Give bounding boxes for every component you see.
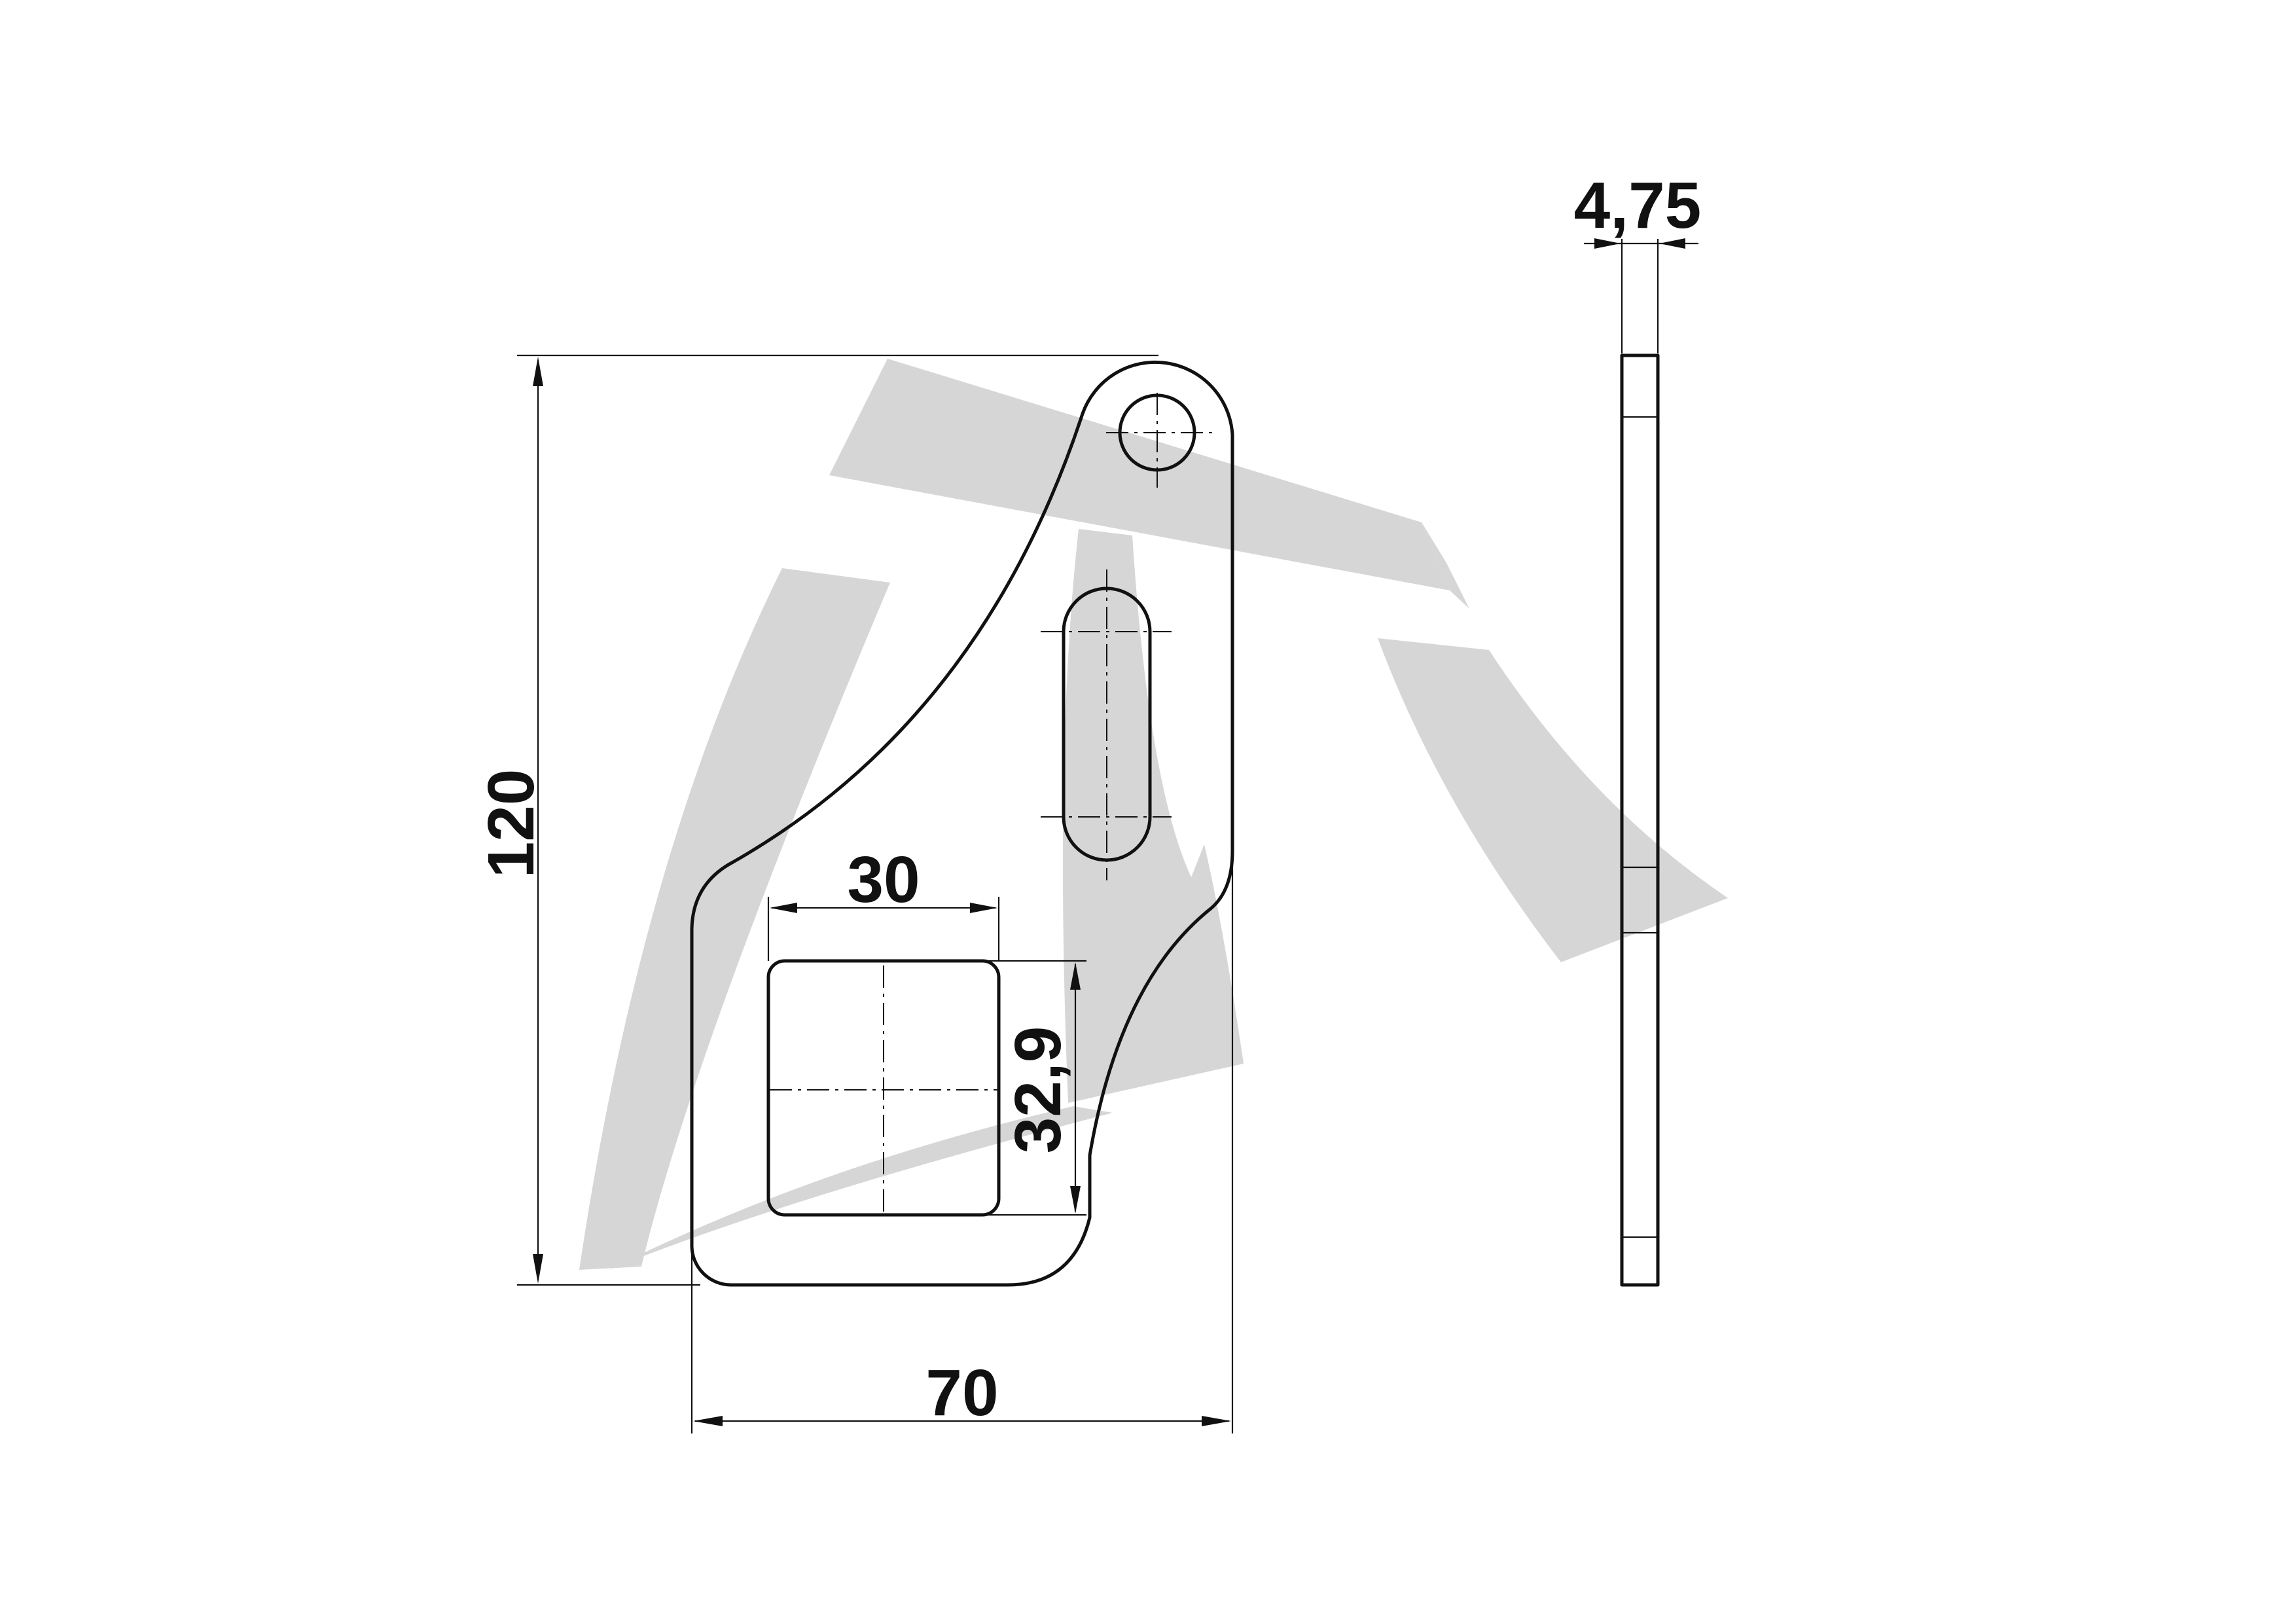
dimension-label-window-height: 32,9 [1001,1026,1075,1154]
side-view-outline [1620,353,1660,1287]
part-outline [690,360,1234,1287]
slot-hole [1062,586,1152,862]
side-view [1620,353,1660,1287]
watermark-top-band [829,359,1450,590]
arrowhead-right [1202,1416,1231,1426]
arrowhead-thickness-left [1594,238,1621,249]
dimension-window-height: 32,9 [982,960,1086,1216]
dimension-overall-width: 70 [691,851,1234,1433]
arrowhead-window-up [1070,962,1081,990]
arrowhead-down [533,1254,543,1284]
arrowhead-window-left [770,903,797,913]
square-window [766,959,1001,1217]
arrowhead-window-right [970,903,997,913]
company-logo-watermark [579,359,1728,1270]
watermark-middle-leg [1062,529,1244,1103]
arrowhead-left [693,1416,723,1426]
dimension-overall-height: 120 [475,354,1158,1286]
dimension-label-width: 70 [925,1356,998,1430]
dimension-label-thickness: 4,75 [1574,169,1702,242]
dimension-thickness: 4,75 [1574,169,1702,353]
dimension-label-height: 120 [475,769,548,878]
arrowhead-thickness-right [1659,238,1685,249]
arrowhead-up [533,357,543,386]
watermark-left-leg [579,568,890,1270]
dimension-window-width: 30 [767,843,1000,961]
watermark-top-band-tip [1422,522,1469,609]
watermark-bottom-swoosh [609,1106,1113,1270]
arrowhead-window-down [1070,1186,1081,1214]
dimension-label-window-width: 30 [847,843,920,916]
watermark-right-leg [1378,638,1728,962]
